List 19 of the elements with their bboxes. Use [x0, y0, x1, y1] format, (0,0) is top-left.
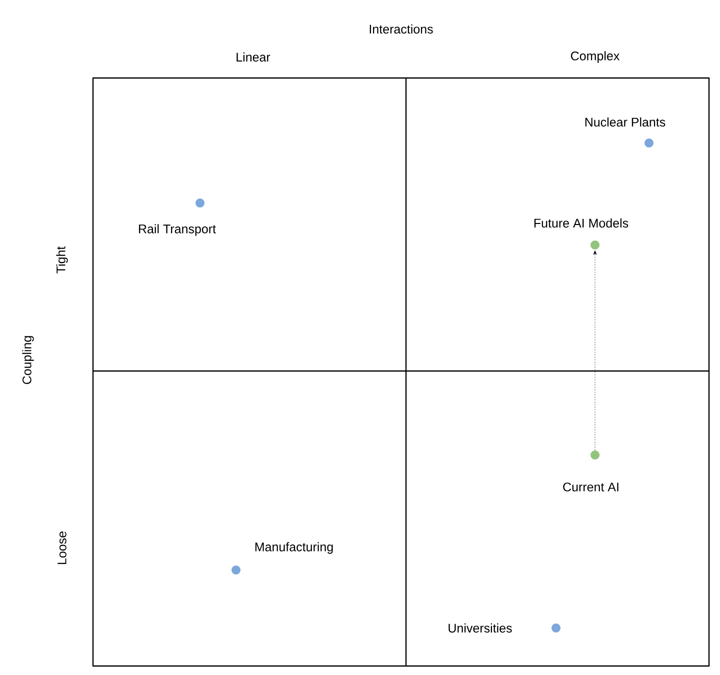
axis-label: Complex	[570, 51, 620, 63]
point-label: Future AI Models	[534, 218, 628, 228]
data-point	[590, 450, 600, 460]
point-label: Manufacturing	[255, 542, 333, 554]
data-point	[552, 624, 560, 632]
arrow	[593, 250, 597, 450]
data-point	[590, 240, 600, 250]
axis-label: Interactions	[370, 24, 433, 34]
data-point	[232, 566, 240, 574]
axis-label: Coupling	[22, 336, 34, 384]
point-label: Nuclear Plants	[585, 117, 666, 127]
point-label: Current AI	[563, 482, 618, 492]
axis-label: Linear	[236, 52, 270, 62]
axis-label: Loose	[58, 532, 66, 564]
point-label: Universities	[448, 623, 512, 633]
data-point	[196, 198, 204, 208]
data-point	[644, 138, 654, 148]
axis-label: Tight	[56, 246, 68, 274]
point-label: Rail Transport	[139, 224, 216, 236]
